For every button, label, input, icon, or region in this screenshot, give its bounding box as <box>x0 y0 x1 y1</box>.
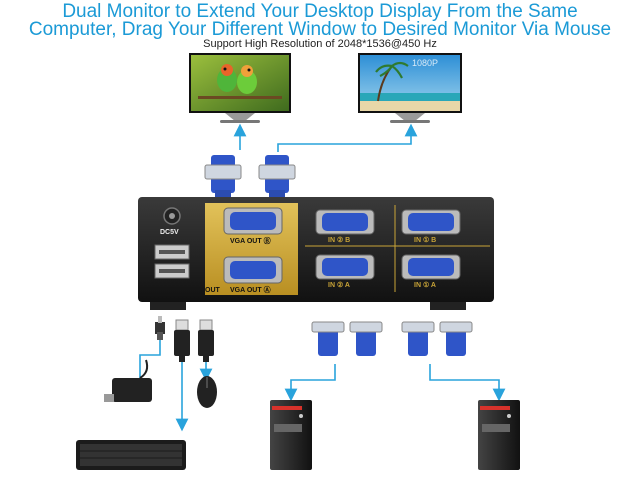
headline-line-1: Dual Monitor to Extend Your Desktop Disp… <box>62 1 578 22</box>
vga-connector-icon <box>439 321 473 356</box>
vga-connector-icon <box>258 155 296 200</box>
vga-connector-icon <box>401 321 435 356</box>
in-2b-label: IN ② B <box>328 237 351 244</box>
in-1b-label: IN ① B <box>414 237 437 244</box>
mouse-icon <box>197 376 217 408</box>
dc-plug-icon <box>155 316 165 340</box>
out-label: OUT <box>205 287 220 294</box>
monitor-left-icon <box>189 53 291 123</box>
dc-label: DC5V <box>160 229 179 236</box>
pc-tower-icon <box>270 400 312 470</box>
power-adapter-icon <box>104 359 152 402</box>
vga-out-b-label: VGA OUT Ⓑ <box>230 238 271 245</box>
vga-connector-icon <box>204 155 242 200</box>
keyboard-icon <box>76 440 186 470</box>
monitor-resolution-overlay: 1080P <box>412 58 438 68</box>
in-1a-label: IN ① A <box>414 282 436 289</box>
usb-plug-icon <box>198 319 214 362</box>
headline-line-2: Computer, Drag Your Different Window to … <box>28 19 612 40</box>
resolution-subtitle: Support High Resolution of 2048*1536@450… <box>203 38 437 50</box>
pc-tower-icon <box>478 400 520 470</box>
vga-connector-icon <box>349 321 383 356</box>
usb-plug-icon <box>174 319 190 362</box>
vga-out-a-label: VGA OUT Ⓐ <box>230 287 271 294</box>
in-2a-label: IN ② A <box>328 282 350 289</box>
vga-connector-icon <box>311 321 345 356</box>
monitor-right-icon: 1080P <box>358 53 462 123</box>
kvm-switch <box>138 197 494 310</box>
